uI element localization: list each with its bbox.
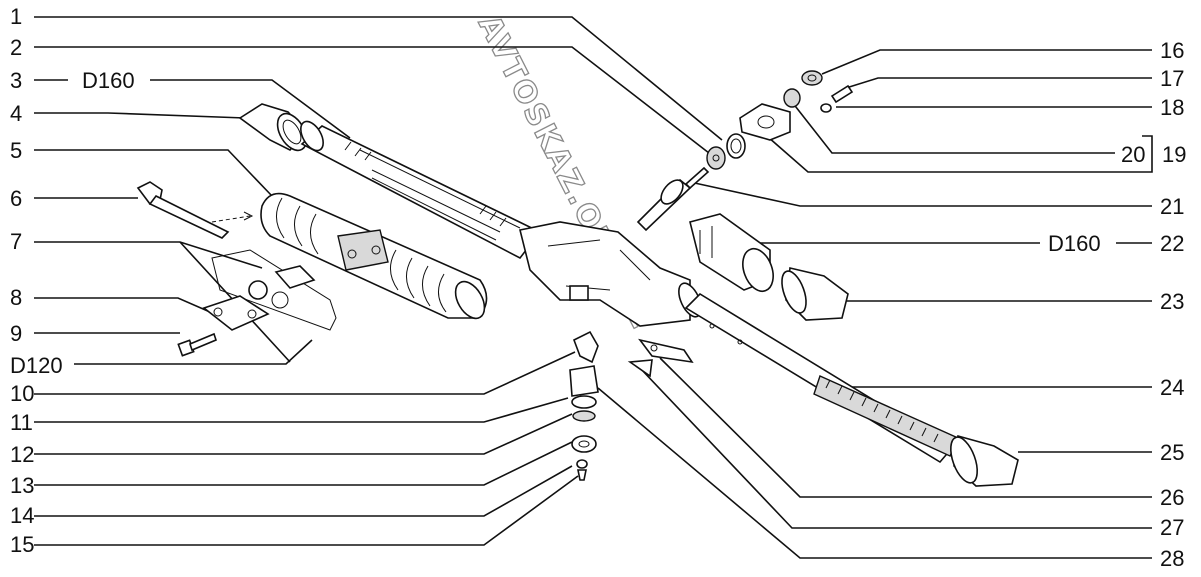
label-21: 21 bbox=[1160, 194, 1184, 219]
part-9-bolt bbox=[177, 332, 217, 357]
leader-20 bbox=[791, 101, 1115, 154]
part-25-end-cap bbox=[950, 434, 1019, 487]
leader-8 bbox=[34, 297, 211, 313]
leader-19-bracket bbox=[1142, 135, 1153, 173]
label-15: 15 bbox=[10, 532, 34, 557]
leader-4 bbox=[34, 112, 246, 119]
leader-14 bbox=[34, 465, 573, 517]
part-22-bellows bbox=[689, 213, 774, 293]
label-7: 7 bbox=[10, 229, 22, 254]
label-26: 26 bbox=[1160, 485, 1184, 510]
label-5: 5 bbox=[10, 138, 22, 163]
leader-28 bbox=[597, 387, 1152, 559]
leader-3 bbox=[150, 79, 351, 139]
leader-1 bbox=[34, 16, 723, 141]
part-18-nut bbox=[820, 103, 832, 113]
leader-15 bbox=[34, 475, 579, 546]
label-25: 25 bbox=[1160, 440, 1184, 465]
label-28: 28 bbox=[1160, 546, 1184, 571]
leader-16 bbox=[821, 49, 1152, 75]
part-3-housing-tube bbox=[300, 120, 542, 260]
part-27-clip bbox=[627, 359, 653, 378]
part-16-washer bbox=[801, 70, 823, 86]
leader-13 bbox=[34, 441, 573, 486]
part-12-ring bbox=[572, 410, 596, 422]
part-19-flange bbox=[739, 103, 791, 141]
leader-12 bbox=[34, 413, 573, 455]
leader-2 bbox=[34, 46, 719, 161]
label-12: 12 bbox=[10, 442, 34, 467]
part-14-ring bbox=[576, 459, 588, 469]
part-8-plate bbox=[202, 295, 270, 331]
leader-d120 bbox=[74, 339, 313, 365]
label-27: 27 bbox=[1160, 515, 1184, 540]
label-3-d160: D160 bbox=[82, 68, 135, 93]
part-15-screw bbox=[577, 469, 587, 481]
label-9: 9 bbox=[10, 321, 22, 346]
part-21-pinion-shaft bbox=[636, 166, 710, 232]
label-22-d160: D160 bbox=[1048, 231, 1101, 256]
label-8: 8 bbox=[10, 285, 22, 310]
label-20: 20 bbox=[1121, 142, 1145, 167]
label-19: 19 bbox=[1162, 142, 1186, 167]
leader-27 bbox=[639, 367, 1152, 529]
label-11: 11 bbox=[10, 410, 33, 435]
label-16: 16 bbox=[1160, 38, 1184, 63]
part-6-cable-tie bbox=[136, 181, 254, 239]
part-2-bearing bbox=[706, 146, 726, 170]
part-5-bellows-boot bbox=[260, 192, 488, 320]
label-1: 1 bbox=[10, 4, 22, 29]
label-10: 10 bbox=[10, 381, 34, 406]
label-24: 24 bbox=[1160, 375, 1184, 400]
steering-gear-housing bbox=[519, 221, 702, 327]
label-13: 13 bbox=[10, 473, 34, 498]
leader-11 bbox=[34, 397, 569, 423]
leader-5 bbox=[34, 149, 273, 197]
leader-17 bbox=[845, 77, 1152, 89]
label-17: 17 bbox=[1160, 66, 1184, 91]
label-23: 23 bbox=[1160, 289, 1184, 314]
label-3: 3 bbox=[10, 68, 22, 93]
part-23-cap bbox=[781, 267, 849, 321]
label-d120: D120 bbox=[10, 353, 63, 378]
part-11-spring-ring bbox=[571, 395, 597, 409]
label-14: 14 bbox=[10, 503, 34, 528]
part-13-bush bbox=[571, 435, 597, 453]
label-4: 4 bbox=[10, 101, 22, 126]
label-6: 6 bbox=[10, 186, 22, 211]
part-28-cup bbox=[569, 365, 599, 397]
leader-lines bbox=[34, 16, 1153, 559]
part-7-mounting-detail bbox=[211, 249, 337, 331]
label-2: 2 bbox=[10, 35, 22, 60]
part-20-bushing bbox=[783, 88, 801, 108]
part-26-clamp bbox=[638, 338, 694, 364]
leader-21 bbox=[689, 181, 1152, 207]
part-10-fitting bbox=[572, 330, 599, 364]
leader-10 bbox=[34, 351, 576, 395]
part-17-screw bbox=[830, 84, 854, 104]
label-18: 18 bbox=[1160, 95, 1184, 120]
leader-19 bbox=[759, 129, 1142, 173]
part-1-seal bbox=[726, 133, 746, 159]
leader-26 bbox=[659, 357, 1152, 498]
label-22: 22 bbox=[1160, 231, 1184, 256]
